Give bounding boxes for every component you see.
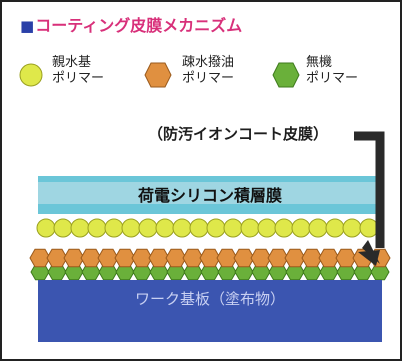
- hydrophobic-polymer-hexagon: [46, 248, 68, 268]
- substrate-label: ワーク基板（塗布物）: [134, 290, 285, 308]
- legend-hydrophilic-label: 親水基 ポリマー: [52, 55, 105, 86]
- hydrophilic-polymer-row: [36, 218, 379, 238]
- hydrophobic-polymer-hexagon: [233, 248, 255, 268]
- hydrophobic-polymer-hexagon: [335, 248, 357, 268]
- diagram-title: ■コーティング皮膜メカニズム: [20, 12, 242, 36]
- lower-cyan-band: [38, 204, 382, 214]
- hydrophobic-polymer-hexagon: [131, 248, 153, 268]
- hydrophobic-polymer-hexagon: [97, 248, 119, 268]
- title-marker: ■: [20, 17, 35, 35]
- hydrophobic-polymer-hexagon: [114, 248, 136, 268]
- coating-film-label: （防汚イオンコート皮膜）: [124, 120, 352, 148]
- silicon-band: [38, 182, 382, 204]
- legend-inorganic-label: 無機 ポリマー: [306, 55, 359, 86]
- hydrophobic-polymer-hexagon: [250, 248, 272, 268]
- hydrophobic-polymer-hexagon: [284, 248, 306, 268]
- hydrophobic-polymer-hexagon: [182, 248, 204, 268]
- hydrophobic-polymer-hexagon: [165, 248, 187, 268]
- hydrophobic-polymer-hexagon: [199, 248, 221, 268]
- hydrophobic-polymer-hexagon: [216, 248, 238, 268]
- hydrophobic-polymer-hexagon: [267, 248, 289, 268]
- top-cyan-band: [38, 176, 382, 182]
- hydrophobic-polymer-hexagon: [318, 248, 340, 268]
- silicon-layer-label: 荷電シリコン積層膜: [137, 186, 282, 205]
- hydrophobic-polymer-hexagon: [148, 248, 170, 268]
- substrate-block: [38, 280, 382, 342]
- hydrophobic-polymer-hexagon: [301, 248, 323, 268]
- title-text: コーティング皮膜メカニズム: [35, 16, 243, 35]
- hydrophobic-polymer-icon: [144, 62, 172, 88]
- hydrophobic-polymer-hexagon: [29, 248, 51, 268]
- inorganic-polymer-icon: [272, 62, 300, 88]
- hydrophobic-polymer-hexagon: [63, 248, 85, 268]
- legend-hydrophobic-label: 疎水撥油 ポリマー: [182, 55, 235, 86]
- hydrophobic-polymer-hexagon: [80, 248, 102, 268]
- hydrophilic-polymer-icon: [19, 63, 43, 87]
